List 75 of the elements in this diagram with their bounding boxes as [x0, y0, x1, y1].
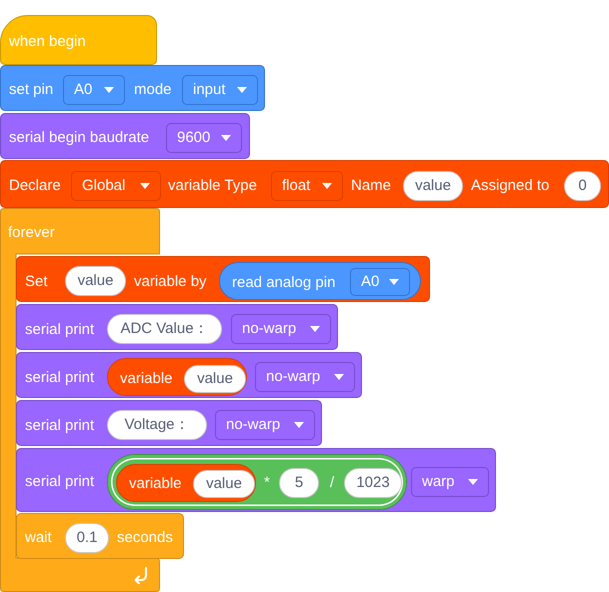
- dropdown-value: no-warp: [242, 320, 296, 338]
- block-label: variable: [129, 475, 182, 493]
- input-value: 1023: [355, 474, 391, 492]
- input-value: value: [414, 177, 452, 195]
- command-block: [0, 160, 609, 208]
- dropdown-value: no-warp: [266, 368, 320, 386]
- dropdown-field: [215, 410, 315, 440]
- input-field: [344, 468, 402, 498]
- input-field: [564, 171, 601, 201]
- block-label: set pin: [9, 81, 54, 99]
- block-label: variable: [120, 370, 173, 388]
- reporter-block: [116, 464, 256, 502]
- block-label: serial print: [25, 321, 94, 339]
- block-label: Declare: [9, 177, 61, 195]
- dropdown-value: warp: [422, 473, 455, 491]
- dropdown-value: A0: [361, 273, 380, 291]
- input-value: value: [205, 475, 243, 493]
- command-block: [16, 448, 496, 512]
- operator-symbol: *: [264, 474, 270, 492]
- operator-symbol: /: [330, 474, 334, 492]
- command-block: [0, 113, 250, 159]
- dropdown-field: [411, 467, 489, 497]
- input-field: [184, 365, 246, 393]
- dropdown-value: float: [282, 177, 310, 195]
- block-label: read analog pin: [232, 274, 336, 292]
- block-label: Name: [351, 177, 392, 195]
- block-label: variable by: [134, 273, 207, 291]
- dropdown-field: [166, 123, 242, 153]
- block-label: when begin: [9, 33, 86, 51]
- dropdown-field: [350, 268, 410, 296]
- block-label: wait: [25, 529, 52, 547]
- input-field: [279, 468, 319, 498]
- dropdown-value: Global: [82, 177, 126, 195]
- input-field: [193, 470, 255, 498]
- block-label: Set: [25, 273, 48, 291]
- input-value: value: [76, 272, 114, 290]
- command-block: [16, 256, 430, 302]
- block-label: forever: [8, 224, 55, 242]
- dropdown-value: no-warp: [226, 416, 280, 434]
- command-block: [16, 304, 338, 350]
- block-label: mode: [134, 81, 172, 99]
- block-label: serial begin baudrate: [9, 129, 150, 147]
- block-label: variable Type: [168, 177, 257, 195]
- dropdown-value: input: [193, 81, 226, 99]
- input-field: [65, 523, 109, 553]
- block-label: Assigned to: [471, 177, 550, 195]
- input-value: 0: [577, 177, 588, 195]
- dropdown-field: [255, 362, 355, 392]
- command-block: [16, 513, 184, 559]
- input-value: 0.1: [76, 529, 98, 547]
- input-field: [107, 410, 207, 440]
- block-label: serial print: [25, 473, 94, 491]
- input-field: [65, 266, 126, 296]
- block-label: serial print: [25, 417, 94, 435]
- input-field: [403, 171, 463, 201]
- input-value: Voltage：: [123, 416, 191, 434]
- input-value: 5: [294, 474, 304, 492]
- reporter-block: [219, 262, 421, 300]
- command-block: [0, 65, 265, 111]
- dropdown-field: [231, 314, 331, 344]
- dropdown-value: A0: [74, 81, 92, 99]
- hat-block: [0, 15, 157, 65]
- dropdown-field: [271, 171, 343, 201]
- input-value: value: [196, 370, 234, 388]
- input-value: ADC Value：: [119, 320, 210, 338]
- block-label: serial print: [25, 369, 94, 387]
- reporter-block: [107, 358, 247, 396]
- block-label: seconds: [117, 529, 173, 547]
- dropdown-field: [71, 171, 161, 201]
- input-field: [107, 314, 222, 344]
- command-block: [16, 352, 362, 398]
- command-block: [16, 400, 322, 446]
- dropdown-field: [182, 75, 258, 105]
- dropdown-value: 9600: [177, 129, 210, 147]
- dropdown-field: [63, 75, 125, 105]
